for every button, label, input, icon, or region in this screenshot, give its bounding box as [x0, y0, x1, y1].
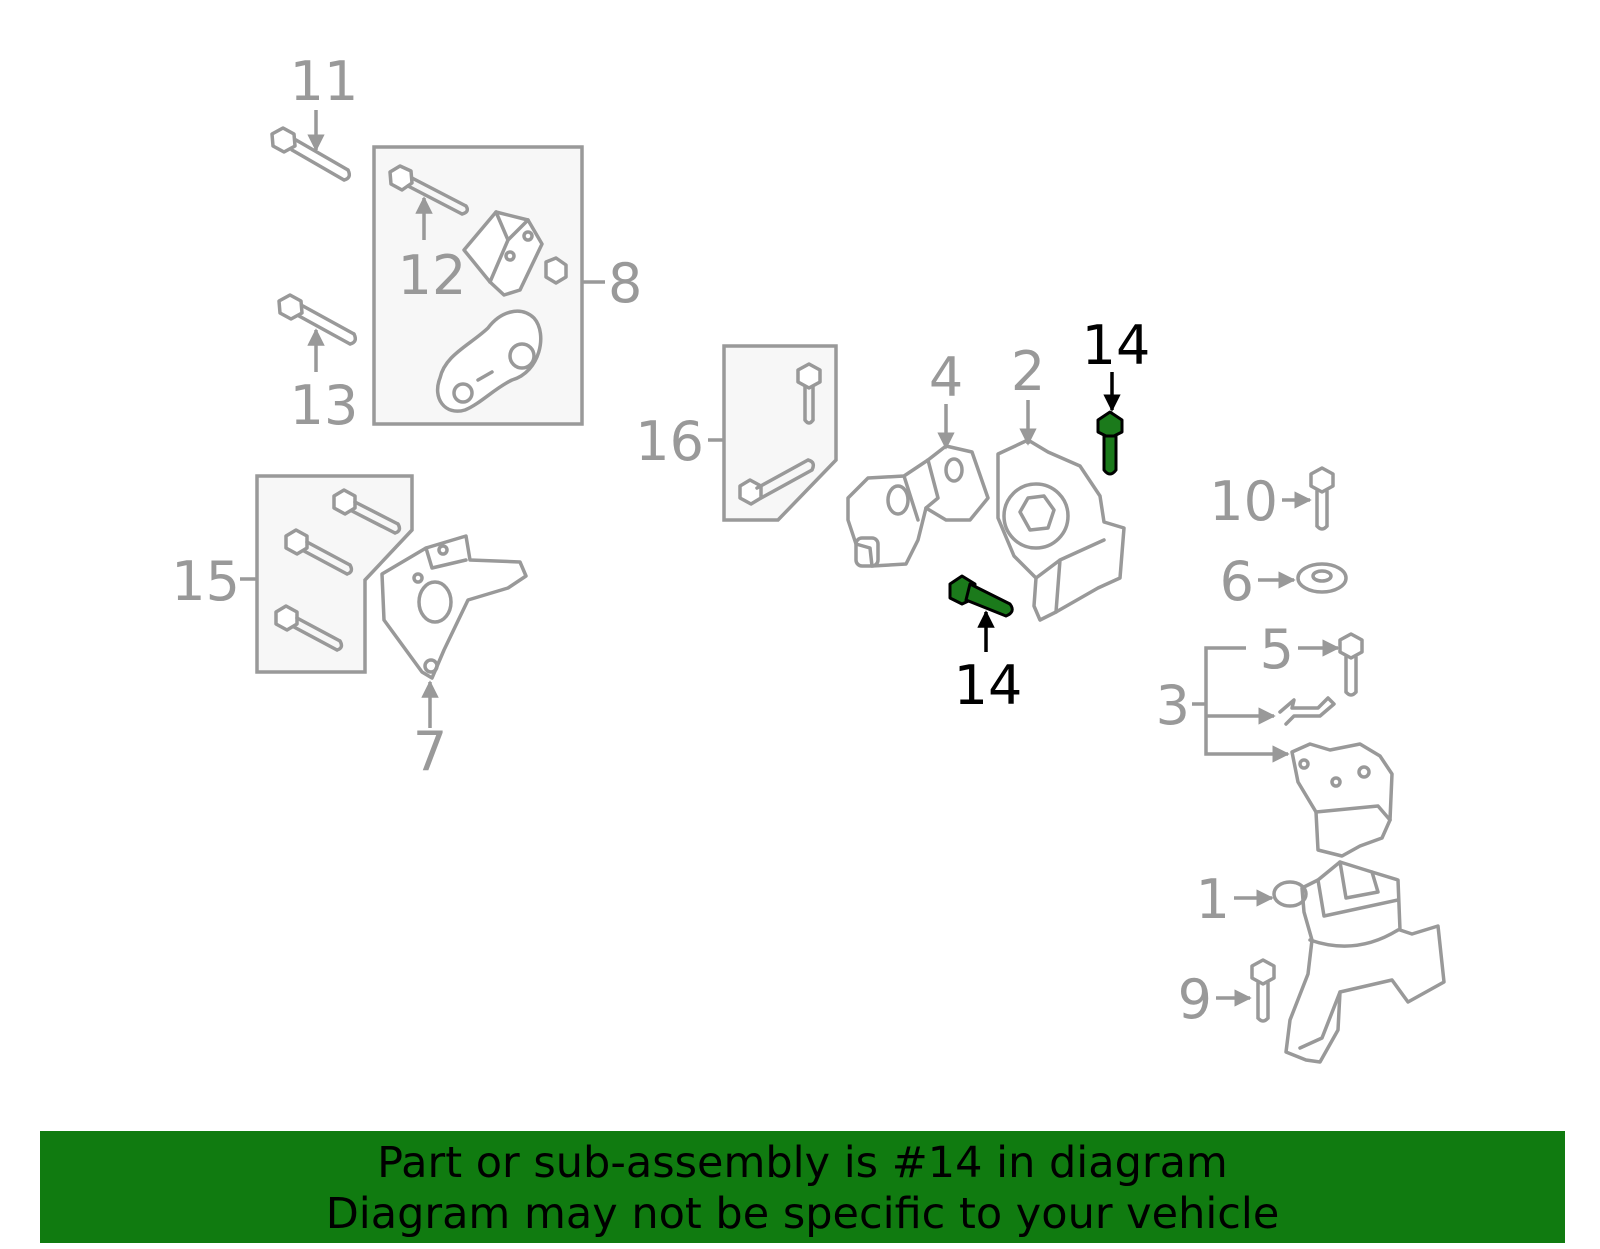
bolt-15b[interactable]	[284, 528, 354, 576]
callout-14-upper: 14	[1082, 314, 1151, 377]
info-banner: Part or sub-assembly is #14 in diagram D…	[40, 1131, 1565, 1243]
bolt-10[interactable]	[1309, 466, 1335, 531]
leader-3	[1192, 646, 1290, 763]
banner-line-disclaimer: Diagram may not be specific to your vehi…	[325, 1189, 1280, 1239]
callout-3: 3	[1156, 674, 1190, 737]
callout-12: 12	[398, 244, 467, 307]
callout-1: 1	[1196, 868, 1230, 931]
banner-line-part: Part or sub-assembly is #14 in diagram	[377, 1138, 1228, 1188]
mount-bracket-4[interactable]	[846, 444, 990, 568]
callout-16: 16	[635, 410, 704, 473]
engine-mount-1[interactable]	[1272, 860, 1446, 1064]
bolt-15c[interactable]	[274, 604, 344, 652]
bracket-7[interactable]	[380, 534, 528, 680]
callout-9: 9	[1178, 968, 1212, 1031]
kit-box-16	[722, 344, 838, 522]
bracket-3[interactable]	[1290, 742, 1394, 858]
torque-rod-8[interactable]	[435, 309, 543, 413]
bolt-5[interactable]	[1338, 632, 1364, 697]
callout-7: 7	[413, 720, 447, 783]
callout-2: 2	[1011, 340, 1045, 403]
mount-bushing-8[interactable]	[462, 210, 544, 297]
bolt-12[interactable]	[388, 164, 470, 216]
callout-11: 11	[290, 50, 359, 113]
callout-13: 13	[290, 374, 359, 437]
bolt-15a[interactable]	[332, 488, 402, 535]
mount-bracket-2[interactable]	[996, 438, 1126, 622]
clip-3[interactable]	[1278, 696, 1336, 726]
callout-6: 6	[1220, 550, 1254, 613]
bolt-9[interactable]	[1250, 958, 1276, 1023]
bolt-14-vertical[interactable]	[1096, 410, 1124, 476]
callout-5: 5	[1260, 618, 1294, 681]
callout-14-lower: 14	[954, 654, 1023, 717]
bolt-16b[interactable]	[738, 458, 816, 506]
bolt-11[interactable]	[270, 126, 352, 182]
bolt-16a[interactable]	[796, 362, 822, 425]
callout-15: 15	[171, 550, 240, 613]
callout-4: 4	[929, 346, 963, 409]
nut-8[interactable]	[544, 256, 568, 285]
bolt-14-angled[interactable]	[948, 574, 1014, 618]
washer-6[interactable]	[1296, 562, 1348, 594]
callout-8: 8	[608, 252, 642, 315]
callout-10: 10	[1209, 470, 1278, 533]
bolt-13[interactable]	[277, 293, 358, 346]
